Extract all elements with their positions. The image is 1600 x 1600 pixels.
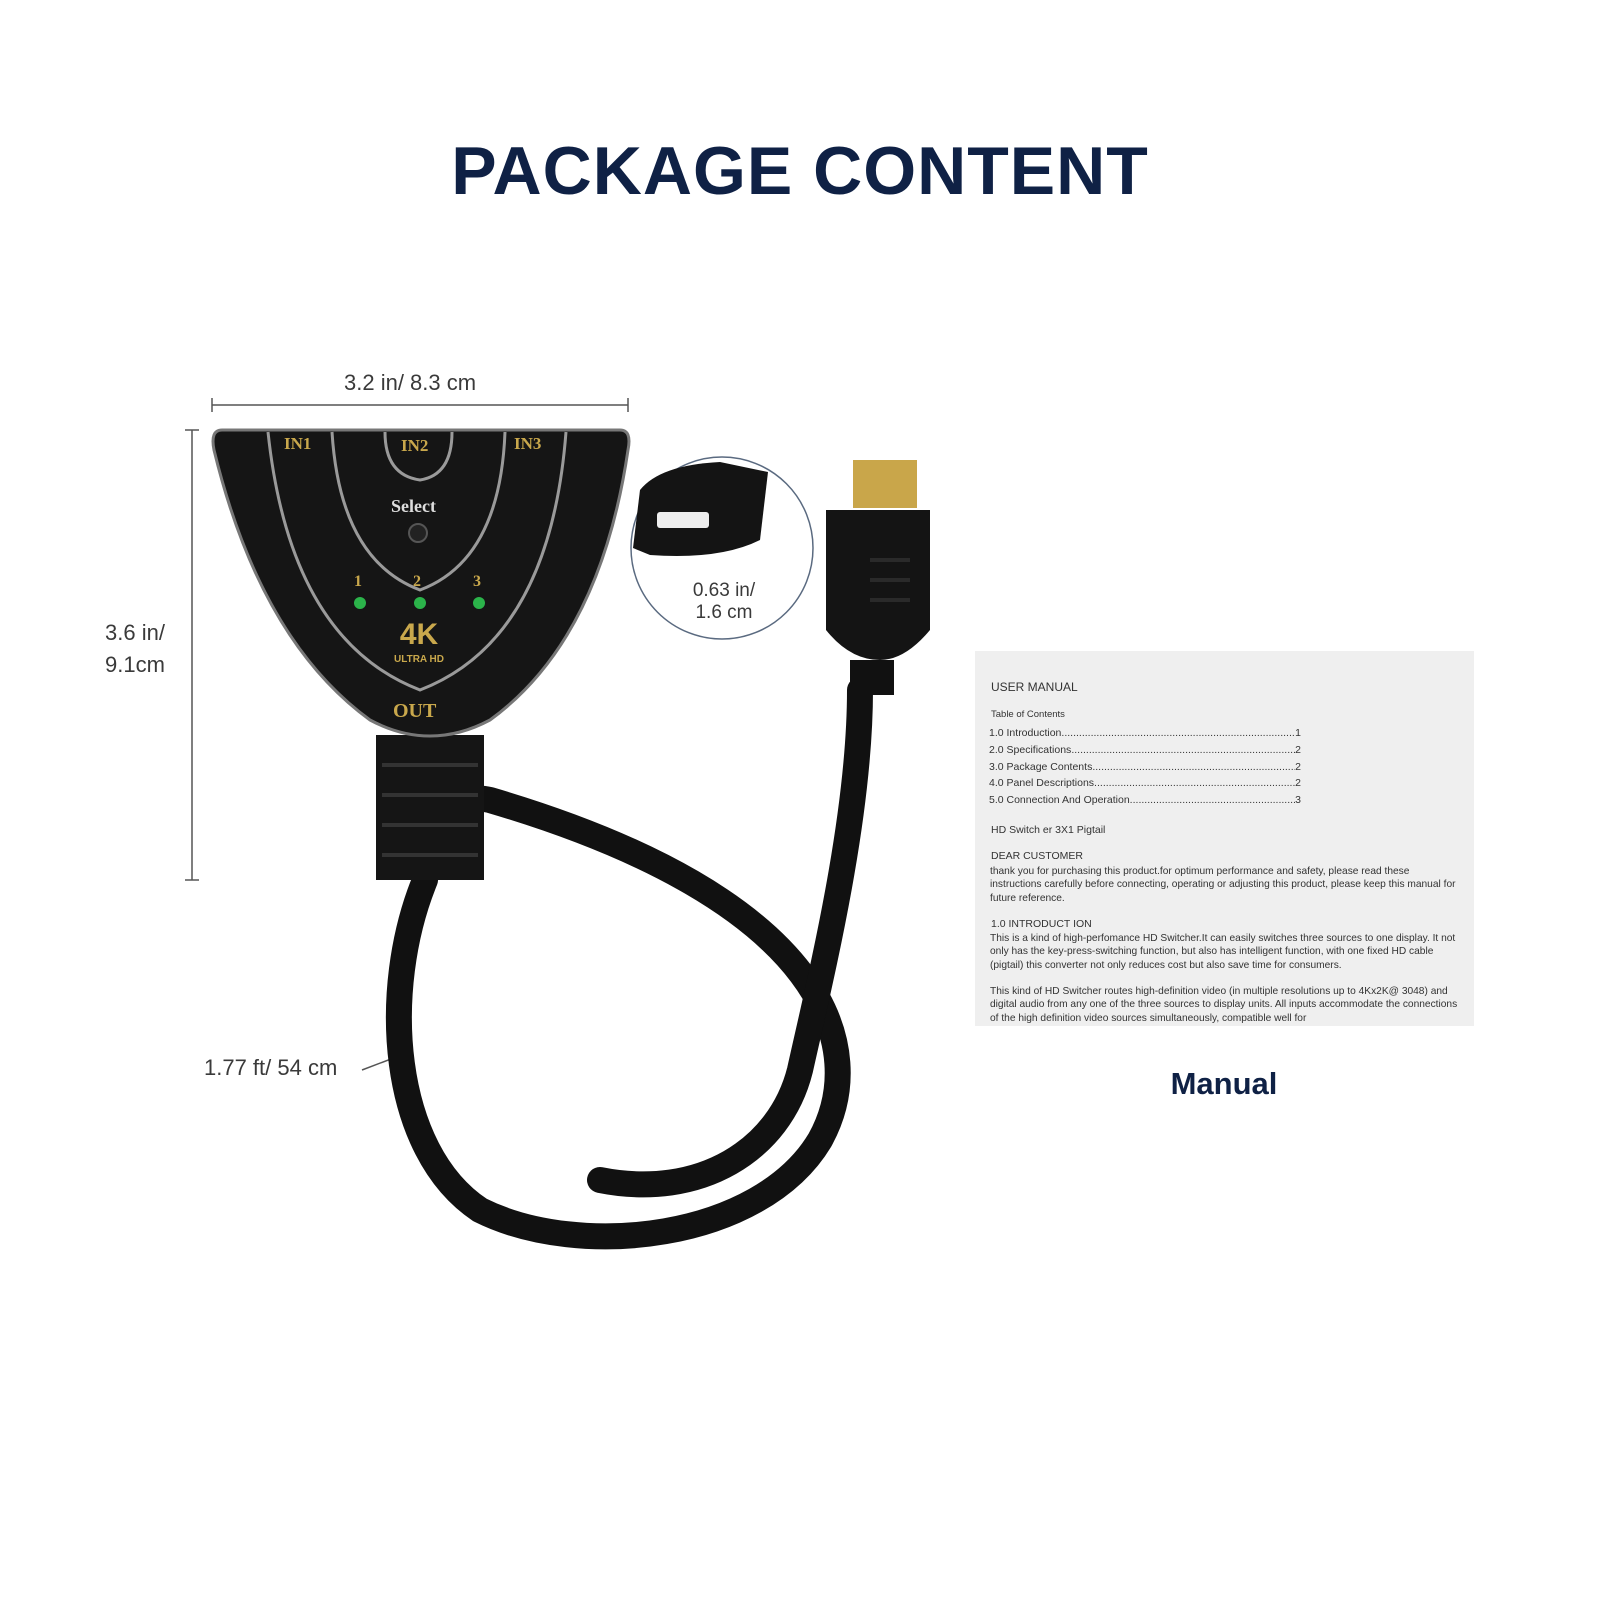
page-title: PACKAGE CONTENT — [451, 133, 1149, 209]
product-name: HD Switch er 3X1 Pigtail — [991, 824, 1106, 836]
port-label-in2: IN2 — [401, 436, 429, 455]
port-label-in3: IN3 — [514, 434, 542, 453]
width-dimension-line — [211, 398, 629, 412]
4k-badge: 4K — [399, 618, 439, 651]
cable-length: 1.77 ft/ 54 cm — [204, 1055, 338, 1080]
table-of-contents: 1.0 Introduction. 1 2.0 Specifications2 … — [989, 725, 1301, 809]
user-manual: USER MANUAL Table of Contents 1.0 Introd… — [975, 651, 1474, 1026]
led-label-2: 2 — [413, 573, 421, 590]
dear-customer-heading: DEAR CUSTOMER — [991, 850, 1083, 862]
hdmi-plug — [826, 460, 930, 695]
select-label: Select — [391, 496, 436, 516]
led-1 — [354, 597, 366, 609]
height-dimension-line — [185, 429, 199, 881]
width-dimension: 3.2 in/ 8.3 cm — [344, 370, 477, 395]
manual-heading: USER MANUAL — [991, 680, 1078, 694]
switch-grooves — [266, 431, 568, 692]
toc-item: 4.0 Panel Descriptions. 2 — [989, 775, 1301, 792]
dear-customer-text: thank you for purchasing this product.fo… — [990, 866, 1456, 904]
port-detail-closeup — [633, 462, 768, 556]
select-button — [408, 523, 428, 543]
led-3 — [473, 597, 485, 609]
toc-item: 5.0 Connection And Operation. 3 — [989, 792, 1301, 809]
introduction-text-1: This is a kind of high-perfomance HD Swi… — [990, 933, 1456, 971]
toc-item: 2.0 Specifications2 — [989, 742, 1301, 759]
height-dimension-line2: 9.1cm — [105, 652, 165, 677]
toc-item: 1.0 Introduction. 1 — [989, 725, 1301, 742]
strain-relief — [376, 735, 484, 880]
port-label-in1: IN1 — [284, 434, 312, 453]
port-dimension-line2: 1.6 cm — [695, 602, 753, 623]
led-label-1: 1 — [354, 573, 362, 590]
switch-body — [211, 428, 631, 738]
introduction-heading: 1.0 INTRODUCT ION — [991, 918, 1092, 930]
height-dimension-line1: 3.6 in/ — [105, 620, 165, 645]
toc-item: 3.0 Package Contents2 — [989, 759, 1301, 776]
introduction-text-2: This kind of HD Switcher routes high-def… — [990, 986, 1458, 1024]
out-label: OUT — [393, 700, 437, 722]
ultra-hd-badge: ULTRA HD — [394, 654, 444, 665]
cable — [386, 677, 873, 1250]
led-label-3: 3 — [473, 573, 481, 590]
led-2 — [414, 597, 426, 609]
port-dimension-line1: 0.63 in/ — [692, 580, 756, 601]
hdmi-port-icon — [657, 512, 709, 528]
toc-title: Table of Contents — [991, 709, 1065, 720]
manual-caption: Manual — [1170, 1066, 1278, 1101]
